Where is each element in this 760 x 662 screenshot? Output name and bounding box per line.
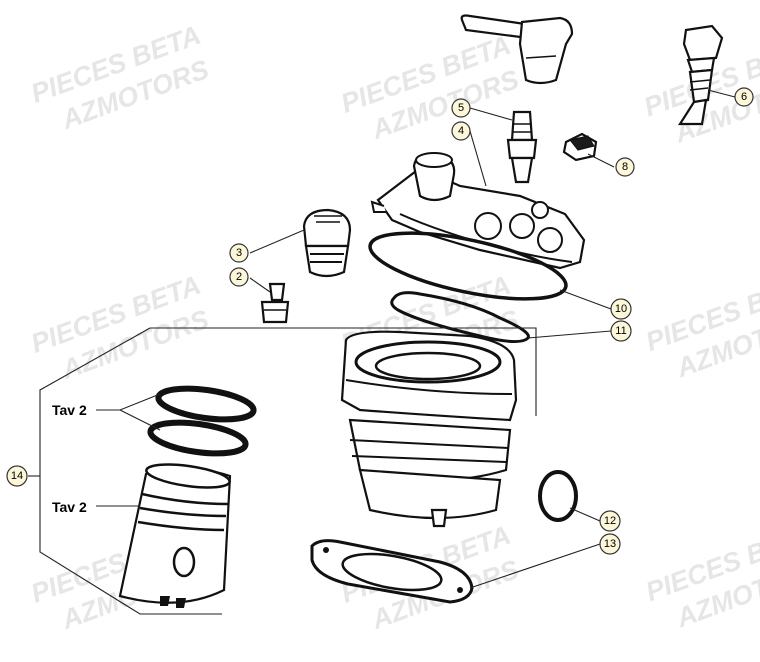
cylinder-head: [370, 152, 586, 270]
callout-number: 3: [236, 247, 242, 259]
callout-number: 13: [604, 538, 616, 550]
thermostat: [302, 208, 352, 278]
callout-4[interactable]: 4: [451, 121, 471, 141]
callout-number: 6: [741, 91, 747, 103]
callout-14[interactable]: 14: [6, 465, 28, 487]
callout-number: 8: [622, 161, 628, 173]
callout-6[interactable]: 6: [734, 87, 754, 107]
callout-5[interactable]: 5: [451, 98, 471, 118]
piston: [118, 463, 232, 608]
callout-number: 5: [458, 102, 464, 114]
callout-number: 4: [458, 125, 464, 137]
callout-number: 2: [236, 271, 242, 283]
cylinder: [340, 330, 518, 528]
small-o-ring: [538, 470, 578, 522]
bleed-screw: [260, 282, 290, 324]
head-o-ring: [368, 231, 568, 301]
callout-8[interactable]: 8: [615, 157, 635, 177]
callout-number: 10: [615, 303, 627, 315]
spark-plug-cap: [460, 14, 574, 85]
leader-lines: [28, 89, 736, 615]
cap-nut: [562, 132, 598, 162]
callout-13[interactable]: 13: [599, 533, 621, 555]
tav-label-piston: Tav 2: [52, 499, 87, 515]
callout-12[interactable]: 12: [599, 510, 621, 532]
callout-11[interactable]: 11: [610, 320, 632, 342]
temperature-sensor: [677, 24, 724, 126]
spark-plug: [506, 110, 538, 184]
callout-number: 11: [615, 325, 626, 337]
piston-rings: [147, 385, 257, 457]
callout-number: 14: [11, 470, 23, 482]
callout-10[interactable]: 10: [610, 298, 632, 320]
callout-2[interactable]: 2: [229, 267, 249, 287]
callout-number: 12: [604, 515, 616, 527]
base-gasket: [310, 539, 474, 604]
callout-3[interactable]: 3: [229, 243, 249, 263]
tav-label-rings: Tav 2: [52, 402, 87, 418]
